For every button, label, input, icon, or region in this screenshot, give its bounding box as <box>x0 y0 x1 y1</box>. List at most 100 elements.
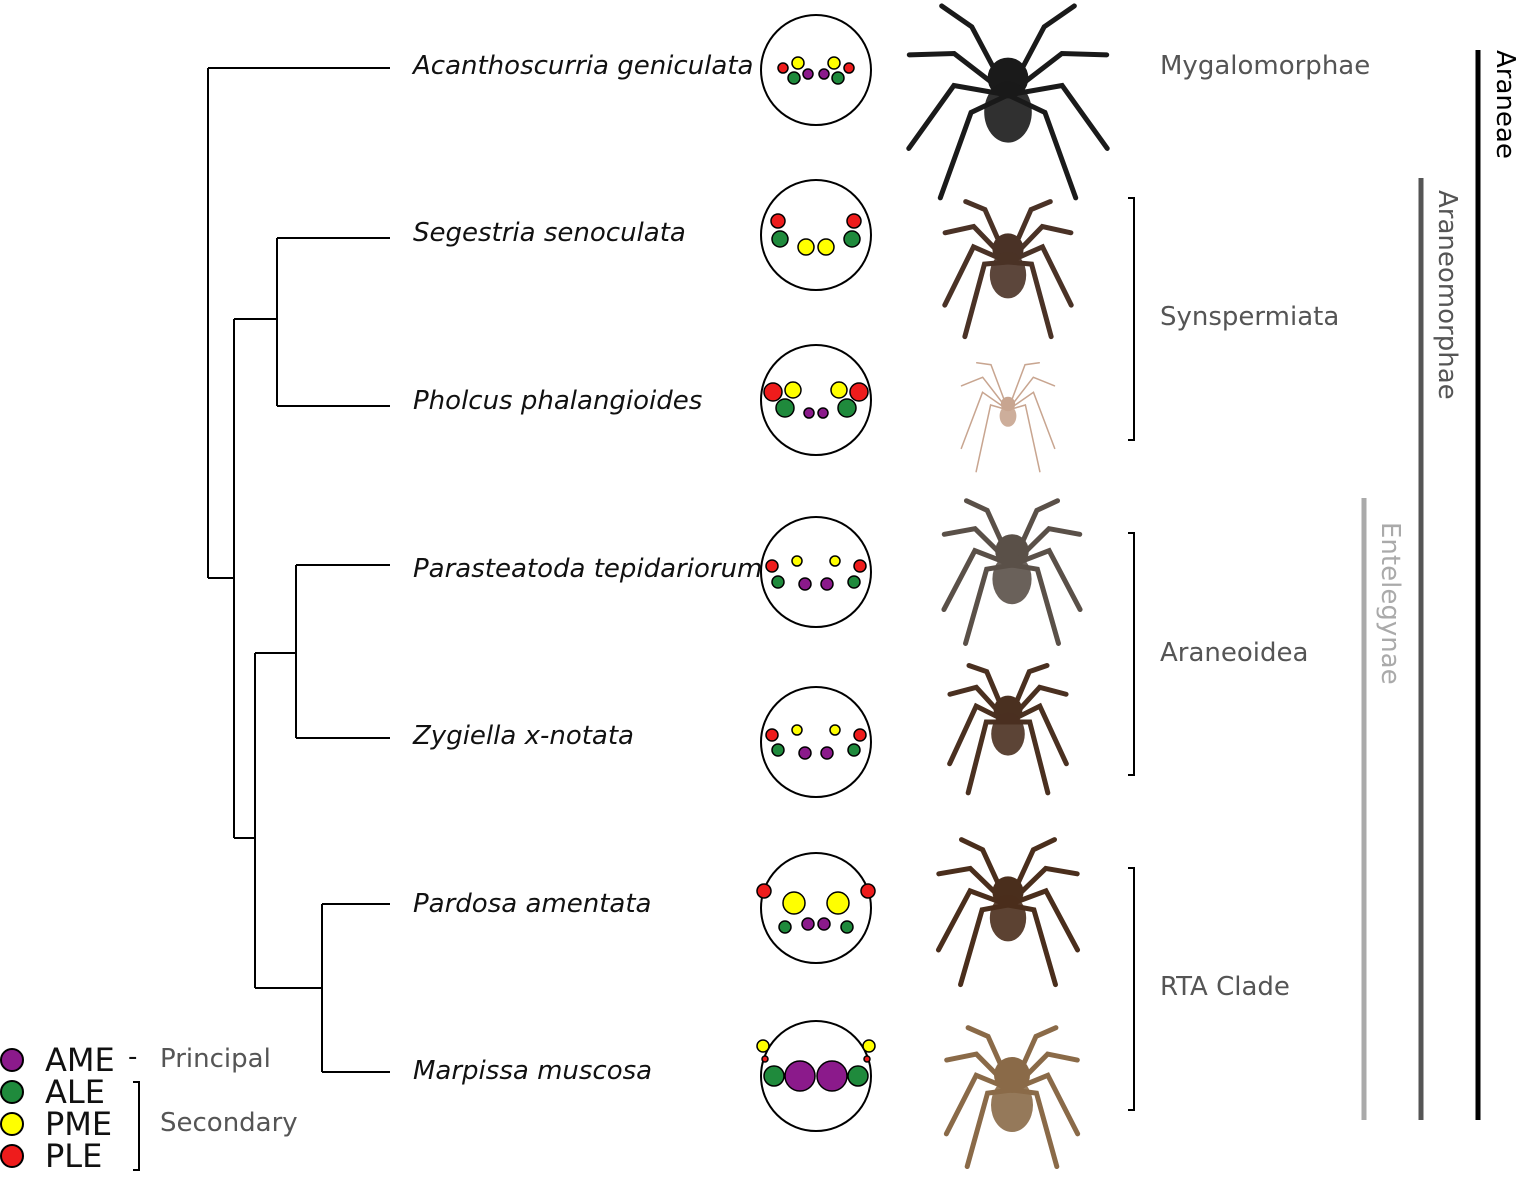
eye-ple <box>770 213 786 229</box>
eye-ale <box>778 920 792 934</box>
clade-synspermiata: Synspermiata <box>1160 302 1340 332</box>
spider-leg <box>1007 391 1056 450</box>
clade-brackets <box>1128 197 1135 1111</box>
spider-abdomen <box>984 81 1032 143</box>
eye-ale <box>763 1065 785 1087</box>
clade-rta: RTA Clade <box>1160 972 1290 1002</box>
spider-leg <box>906 82 1011 151</box>
eye-ame <box>803 407 815 419</box>
cephalothorax-outline <box>760 686 872 798</box>
spider-photo <box>906 3 1110 201</box>
legend-dash: - <box>128 1042 138 1072</box>
spider-abdomen <box>989 894 1027 942</box>
eye-ale <box>847 575 861 589</box>
eye-ple <box>849 382 869 402</box>
eye-ale <box>831 71 845 85</box>
eye-ple <box>863 1055 871 1063</box>
spider-leg <box>960 391 1009 450</box>
legend-dots <box>0 1048 24 1168</box>
legend-dot-ale <box>0 1080 24 1104</box>
species-label: Pardosa amentata <box>413 889 652 919</box>
clade-entelegynae: Entelegynae <box>1375 522 1405 685</box>
eye-diagram <box>760 686 872 798</box>
cephalothorax-outline <box>760 516 872 628</box>
spider-leg <box>1007 362 1040 411</box>
legend-label-ple: PLE <box>45 1137 103 1175</box>
eye-ale <box>775 398 795 418</box>
eye-ale <box>787 71 801 85</box>
spider-photo <box>941 498 1083 646</box>
eye-diagram <box>756 1020 876 1132</box>
legend-dot-ame <box>0 1048 24 1072</box>
eye-ame <box>817 407 829 419</box>
spider-photo <box>942 199 1074 340</box>
eye-ale <box>840 920 854 934</box>
eye-pme <box>756 1039 770 1053</box>
eye-pme <box>797 238 815 256</box>
eye-diagram <box>760 14 872 126</box>
species-label: Segestria senoculata <box>413 218 686 248</box>
spider-photo <box>943 1025 1081 1170</box>
clade-araneae: Araneae <box>1490 50 1520 159</box>
spider-abdomen <box>989 251 1027 299</box>
eye-ame <box>820 746 834 760</box>
clade-araneomorphae: Araneomorphae <box>1432 190 1462 400</box>
eye-ple <box>846 213 862 229</box>
secondary-bracket <box>133 1081 140 1171</box>
eye-ale <box>837 398 857 418</box>
eye-ple <box>765 559 779 573</box>
eye-pme <box>791 724 803 736</box>
spider-photos <box>906 3 1110 1170</box>
species-label: Zygiella x-notata <box>413 721 634 751</box>
rta-bracket <box>1128 867 1135 1111</box>
spider-leg <box>960 376 1009 411</box>
eye-ame <box>802 68 814 80</box>
spider-abdomen <box>999 405 1017 427</box>
spider-photo <box>960 362 1056 473</box>
spider-photo <box>935 837 1081 988</box>
species-label: Marpissa muscosa <box>413 1056 653 1086</box>
legend-label-ame: AME <box>45 1041 115 1079</box>
spider-leg <box>1007 376 1056 411</box>
eye-ame <box>798 577 812 591</box>
eye-pme <box>791 555 803 567</box>
legend-secondary: Secondary <box>160 1108 298 1138</box>
eye-pme <box>829 555 841 567</box>
eye-ale <box>843 230 861 248</box>
spider-leg <box>1005 82 1110 151</box>
eye-pme <box>784 381 802 399</box>
species-label: Parasteatoda tepidariorum <box>413 554 763 584</box>
eye-ple <box>853 728 867 742</box>
eye-pme <box>791 56 805 70</box>
eye-pme <box>830 381 848 399</box>
spider-abdomen <box>991 1078 1033 1132</box>
eye-ple <box>761 1055 769 1063</box>
eye-ple <box>756 883 772 899</box>
eye-diagrams <box>756 14 876 1132</box>
eye-pme <box>862 1039 876 1053</box>
spider-abdomen <box>991 712 1025 756</box>
spider-leg <box>976 362 1009 411</box>
eye-pme <box>827 56 841 70</box>
eye-ale <box>847 743 861 757</box>
synspermiata-bracket <box>1128 197 1135 441</box>
clade-araneoidea: Araneoidea <box>1160 638 1309 668</box>
eye-ple <box>777 62 789 74</box>
phylogenetic-tree <box>207 67 390 1073</box>
spider-photo <box>947 662 1069 796</box>
spider-abdomen <box>992 553 1032 605</box>
legend-dot-pme <box>0 1112 24 1136</box>
eye-pme <box>826 891 850 915</box>
eye-ame <box>820 577 834 591</box>
eye-ple <box>860 883 876 899</box>
eye-diagram <box>760 516 872 628</box>
eye-ale <box>771 230 789 248</box>
eye-ale <box>771 743 785 757</box>
cephalothorax-outline <box>760 1020 872 1132</box>
eye-pme <box>782 891 806 915</box>
species-label: Pholcus phalangioides <box>413 386 703 416</box>
eye-diagram <box>756 852 876 964</box>
eye-pme <box>817 238 835 256</box>
eye-ple <box>843 62 855 74</box>
